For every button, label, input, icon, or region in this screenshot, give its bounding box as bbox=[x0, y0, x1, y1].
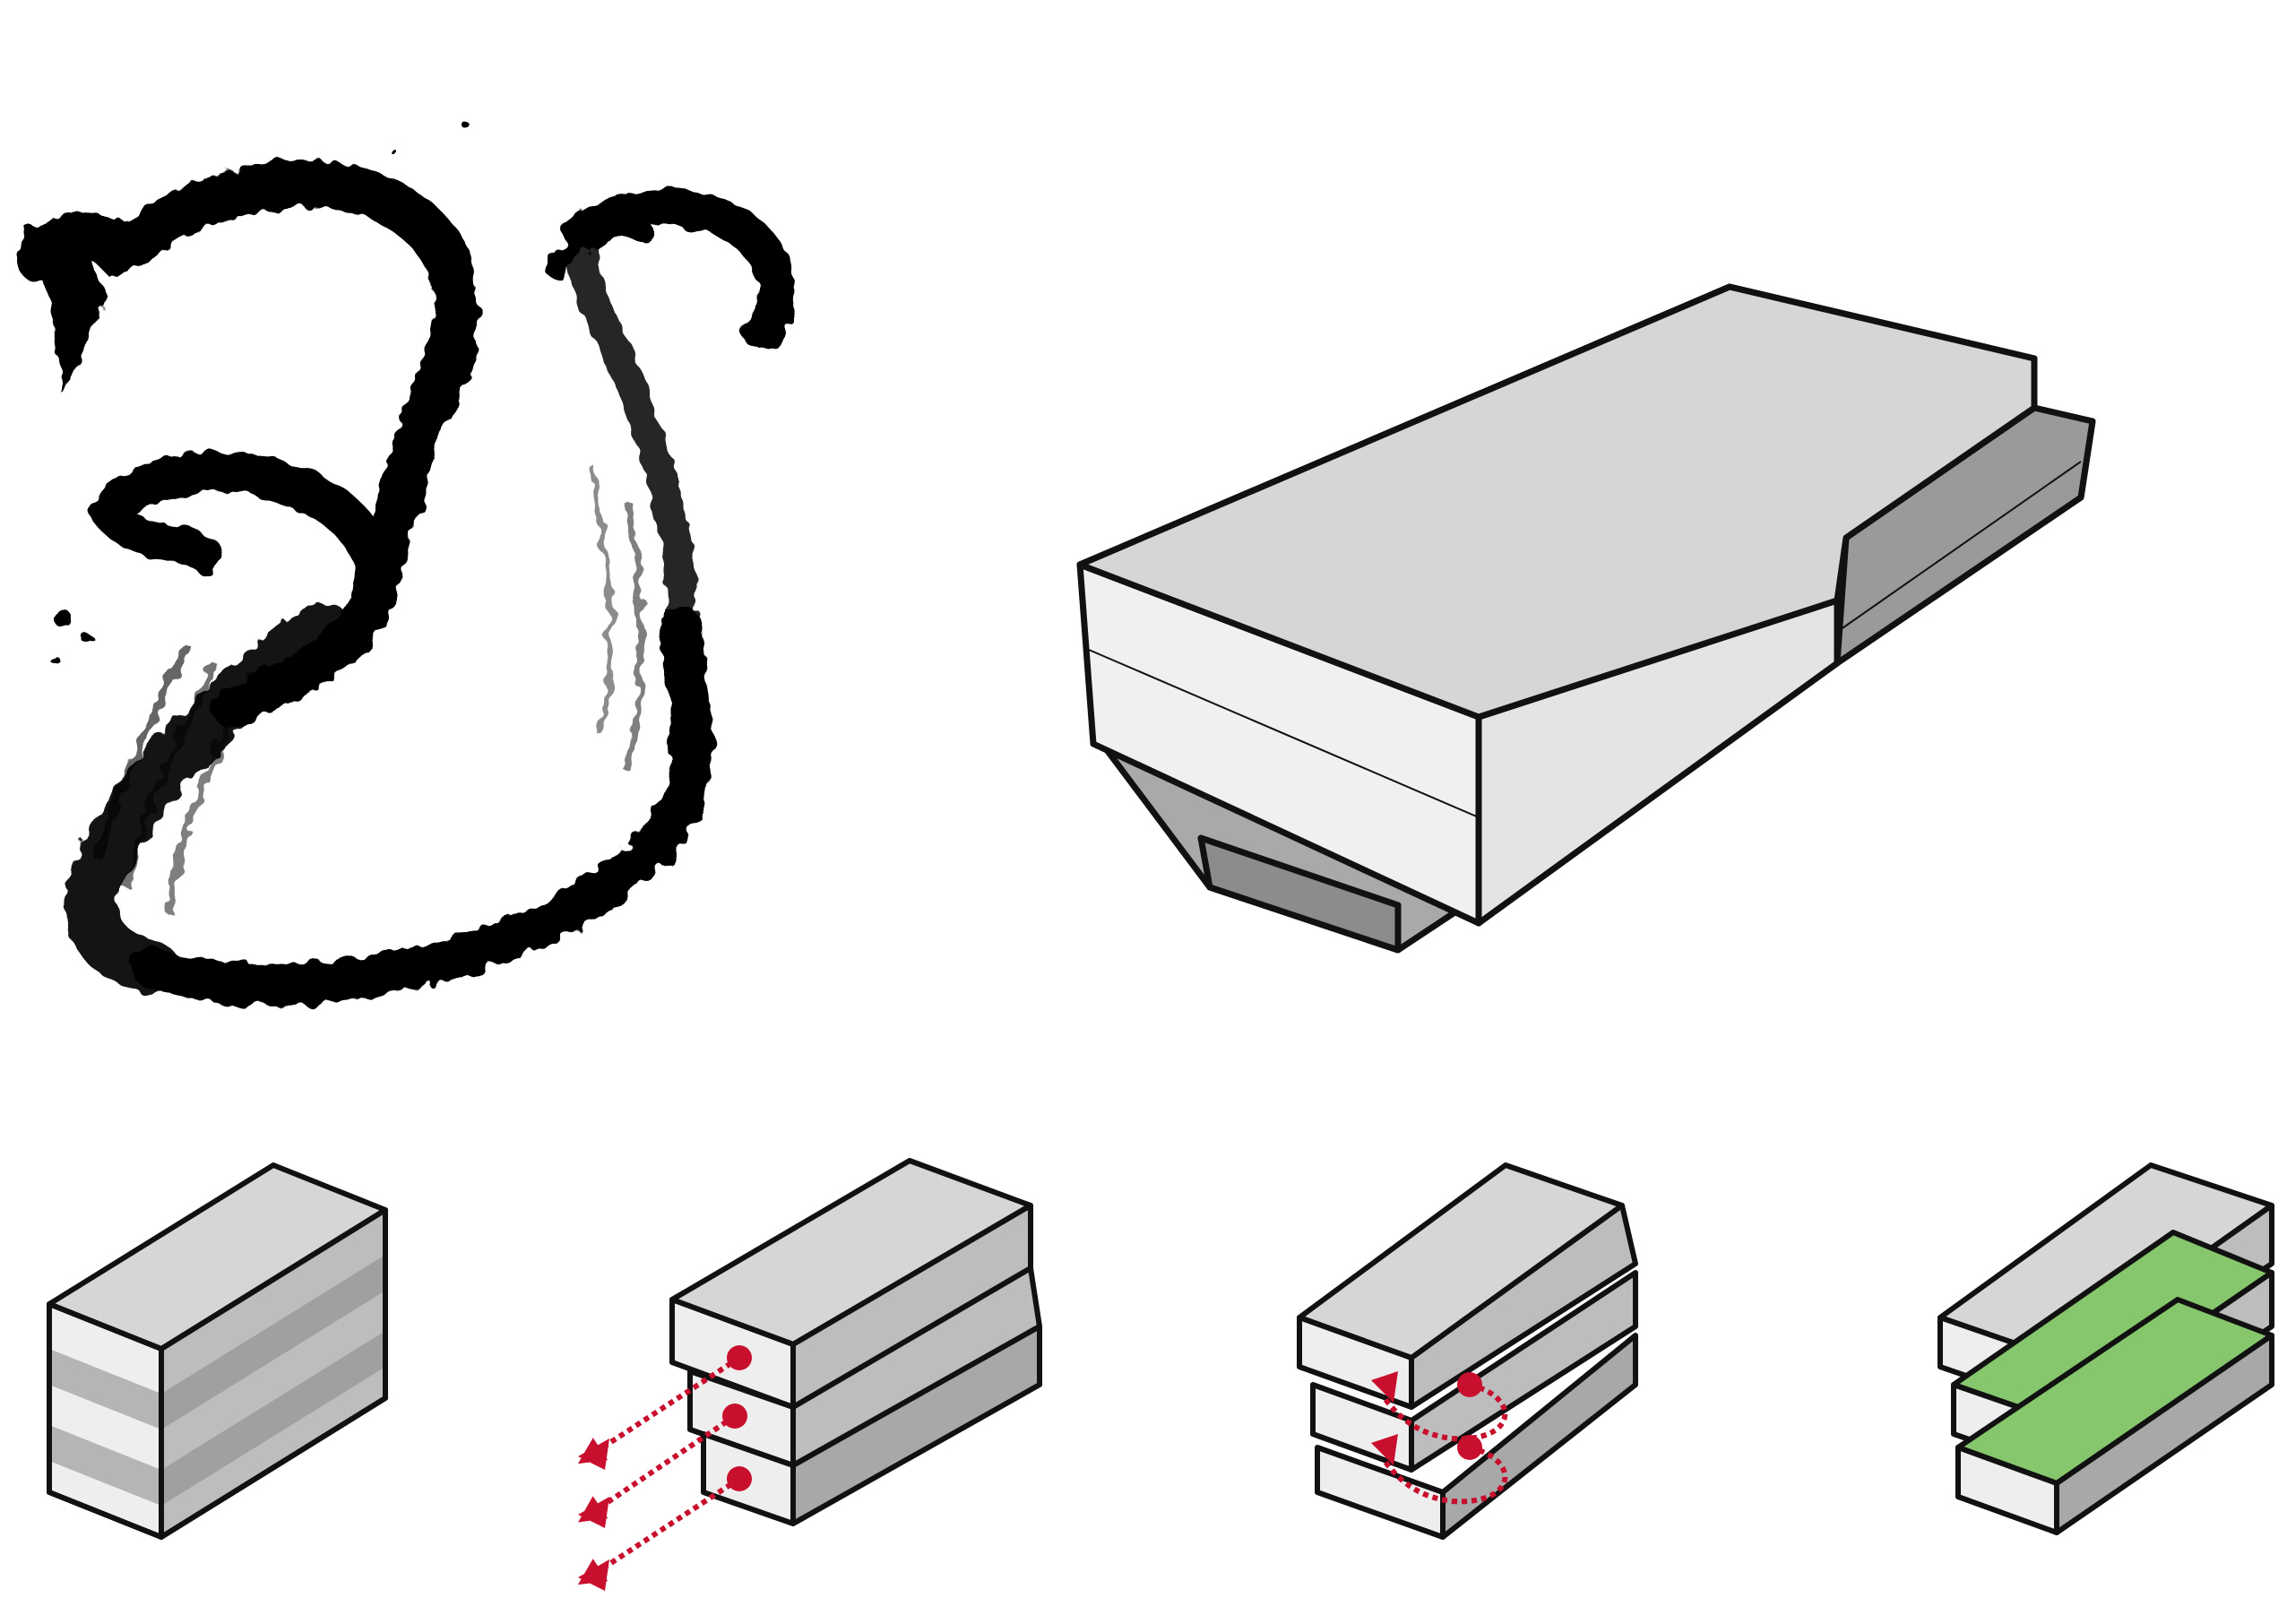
brush-calligraphy-icon bbox=[17, 122, 796, 1006]
upper-slab-top-surface bbox=[1076, 283, 2038, 721]
step-3-looping-floors-icon bbox=[1297, 1162, 1638, 1540]
shifted-slab-massing-icon bbox=[1076, 283, 2096, 954]
step-1-stacked-volume-icon bbox=[47, 1162, 388, 1540]
step-4-green-terraces-icon bbox=[1937, 1162, 2274, 1535]
upper-slab-floor-line bbox=[1088, 649, 1480, 818]
lower-slab-floor-line bbox=[1836, 461, 2082, 633]
outward-arrows bbox=[577, 1355, 741, 1585]
step-2-staggered-floors-icon bbox=[577, 1158, 1042, 1591]
lower-slab-front bbox=[1197, 834, 1402, 954]
